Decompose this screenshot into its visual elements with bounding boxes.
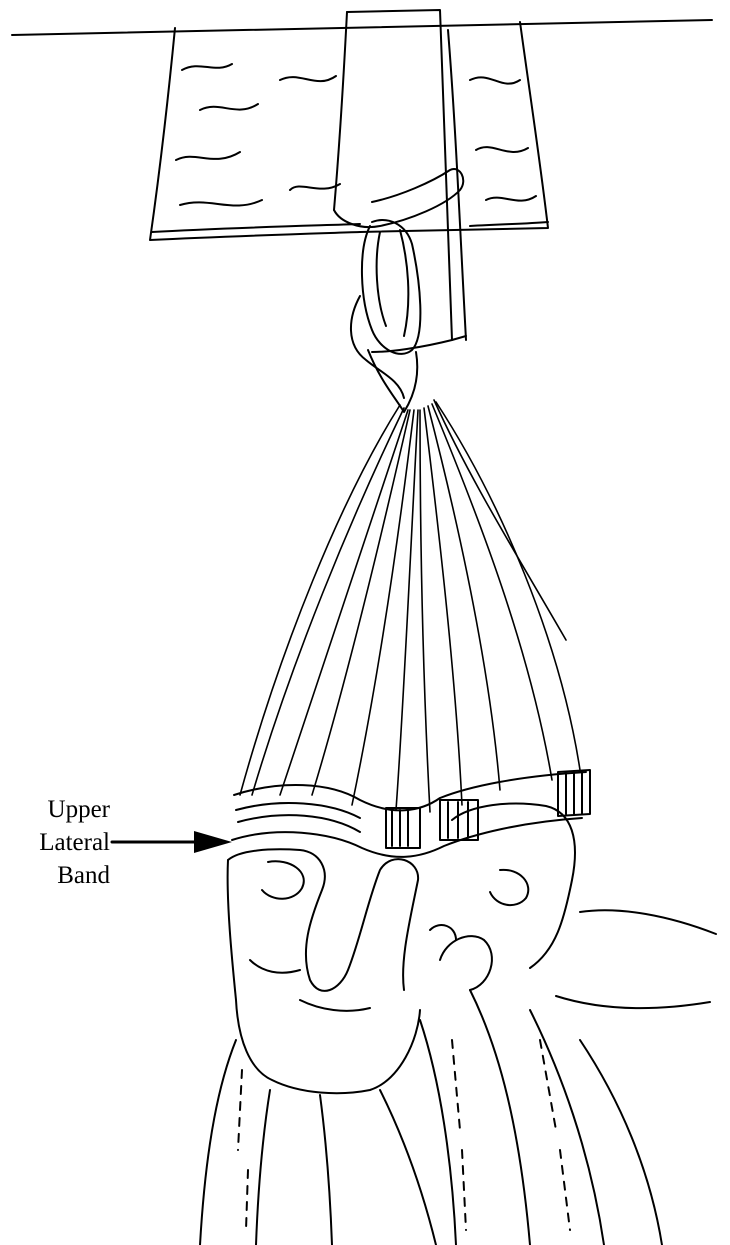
upper-lateral-band <box>232 770 590 857</box>
label-line-2: Lateral <box>20 826 110 859</box>
callout-arrow <box>112 831 232 853</box>
strap <box>334 10 466 352</box>
hands <box>228 804 716 1094</box>
overhead-bar <box>12 20 712 35</box>
hanging-fabric <box>150 22 548 240</box>
label-line-3: Band <box>20 859 110 892</box>
suspension-lines <box>240 400 580 812</box>
connector-link <box>334 169 463 412</box>
upper-lateral-band-label: Upper Lateral Band <box>20 793 110 892</box>
canopy-fabric <box>200 990 662 1245</box>
label-line-1: Upper <box>20 793 110 826</box>
